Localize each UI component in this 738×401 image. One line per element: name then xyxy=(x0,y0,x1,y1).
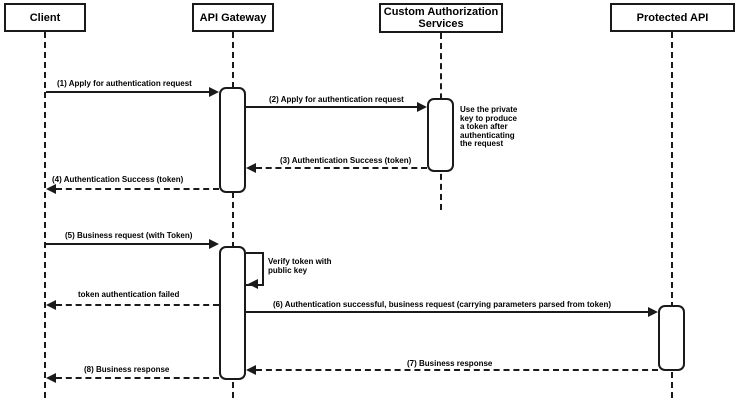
actor-api-gateway-label: API Gateway xyxy=(199,11,267,24)
message-6-label: (6) Authentication successful, business … xyxy=(273,300,612,309)
message-failed-line xyxy=(56,304,219,306)
message-7-label: (7) Business response xyxy=(407,359,493,368)
message-2-line xyxy=(246,106,418,108)
message-2-label: (2) Apply for authentication request xyxy=(269,95,404,104)
message-failed-arrowhead-icon xyxy=(46,300,56,310)
message-7-arrowhead-icon xyxy=(246,365,256,375)
actor-custom-auth-services-label: Custom Authorization Services xyxy=(383,6,499,30)
actor-client: Client xyxy=(4,3,86,32)
activation-api-gateway-auth xyxy=(219,87,246,193)
message-6-arrowhead-icon xyxy=(648,307,658,317)
message-3-line xyxy=(256,167,427,169)
message-3-label: (3) Authentication Success (token) xyxy=(280,156,412,165)
message-5-line xyxy=(46,243,210,245)
message-2-arrowhead-icon xyxy=(417,102,427,112)
actor-client-label: Client xyxy=(29,11,61,24)
note-private-key: Use the private key to produce a token a… xyxy=(460,105,518,148)
activation-protected-api xyxy=(658,305,685,371)
activation-custom-auth-services xyxy=(427,98,454,172)
message-1-label: (1) Apply for authentication request xyxy=(57,79,192,88)
message-8-label: (8) Business response xyxy=(84,365,170,374)
actor-protected-api-label: Protected API xyxy=(636,11,709,24)
actor-custom-auth-services: Custom Authorization Services xyxy=(379,3,503,33)
actor-api-gateway: API Gateway xyxy=(192,3,274,32)
message-5-arrowhead-icon xyxy=(209,239,219,249)
message-8-line xyxy=(56,377,219,379)
message-1-line xyxy=(46,91,210,93)
lifeline-api-gateway xyxy=(232,32,234,398)
message-4-label: (4) Authentication Success (token) xyxy=(52,175,184,184)
message-7-line xyxy=(256,369,658,371)
lifeline-protected-api xyxy=(671,32,673,398)
message-6-line xyxy=(246,311,649,313)
message-8-arrowhead-icon xyxy=(46,373,56,383)
self-message-verify-token-label: Verify token with public key xyxy=(268,257,332,275)
message-1-arrowhead-icon xyxy=(209,87,219,97)
message-5-label: (5) Business request (with Token) xyxy=(65,231,193,240)
message-failed-label: token authentication failed xyxy=(78,290,180,299)
self-message-arrowhead-icon xyxy=(248,279,258,289)
message-4-line xyxy=(56,188,219,190)
lifeline-client xyxy=(44,32,46,398)
message-4-arrowhead-icon xyxy=(46,184,56,194)
message-3-arrowhead-icon xyxy=(246,163,256,173)
actor-protected-api: Protected API xyxy=(610,3,735,32)
activation-api-gateway-business xyxy=(219,246,246,380)
